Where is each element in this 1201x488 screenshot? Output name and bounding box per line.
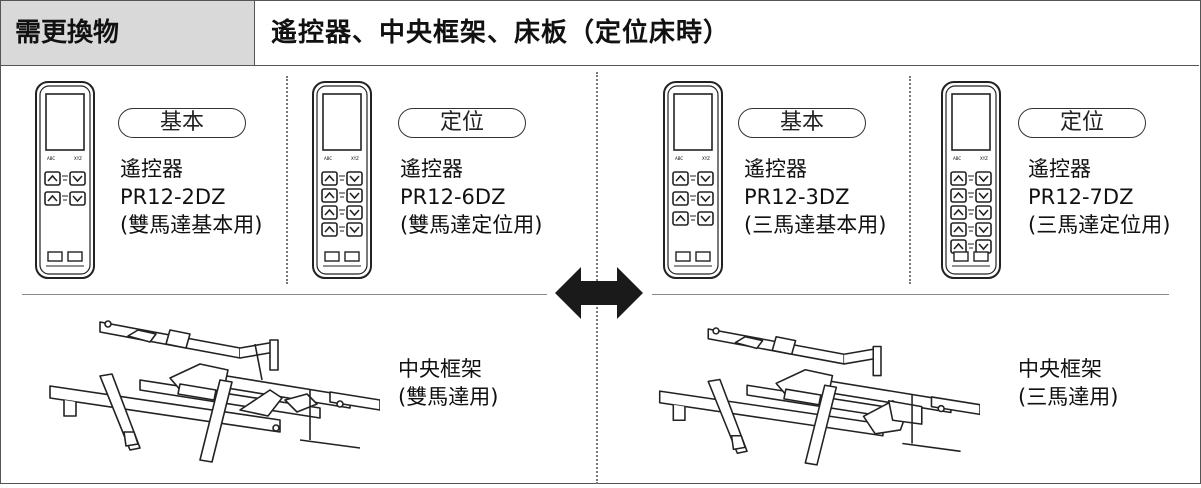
remote-note: (雙馬達定位用) bbox=[400, 213, 543, 237]
divider-line-left bbox=[22, 294, 547, 295]
divider-line-right bbox=[652, 294, 1169, 295]
remote-description: 遙控器 PR12-3DZ (三馬達基本用) bbox=[744, 155, 886, 239]
badge-positioning: 定位 bbox=[398, 108, 526, 138]
remote-name: 遙控器 bbox=[400, 157, 463, 181]
remote-note: (三馬達基本用) bbox=[744, 213, 887, 237]
remote-note: (雙馬達基本用) bbox=[120, 213, 263, 237]
svg-text:XYZ: XYZ bbox=[702, 156, 710, 161]
remote-model: PR12-6DZ bbox=[400, 185, 506, 209]
remote-note: (三馬達定位用) bbox=[1028, 213, 1171, 237]
center-frame-2motor-image bbox=[40, 300, 381, 484]
svg-text:ABC: ABC bbox=[675, 156, 683, 161]
remote-name: 遙控器 bbox=[1028, 157, 1091, 181]
remote-model: PR12-3DZ bbox=[744, 185, 850, 209]
remote-icon: ABC XYZ bbox=[941, 81, 1001, 279]
remote-3dz-image: ABC XYZ bbox=[662, 80, 724, 284]
divider-dotted-3 bbox=[909, 76, 911, 284]
divider-dotted-center bbox=[596, 72, 598, 484]
remote-description: 遙控器 PR12-2DZ (雙馬達基本用) bbox=[120, 155, 262, 239]
frame-description: 中央框架 (雙馬達用) bbox=[398, 355, 498, 411]
remote-6dz-image: ABC XYZ bbox=[311, 80, 373, 284]
svg-text:XYZ: XYZ bbox=[74, 156, 82, 161]
frame-description: 中央框架 (三馬達用) bbox=[1018, 355, 1118, 411]
remote-7dz-image: ABC XYZ bbox=[940, 80, 1002, 284]
remote-name: 遙控器 bbox=[120, 157, 183, 181]
remote-description: 遙控器 PR12-6DZ (雙馬達定位用) bbox=[400, 155, 542, 239]
double-arrow-icon bbox=[555, 265, 643, 325]
remote-description: 遙控器 PR12-7DZ (三馬達定位用) bbox=[1028, 155, 1170, 239]
remote-icon: ABC XYZ bbox=[312, 81, 372, 279]
remote-model: PR12-2DZ bbox=[120, 185, 226, 209]
svg-text:ABC: ABC bbox=[953, 156, 961, 161]
header-items: 遙控器、中央框架、床板（定位床時） bbox=[271, 18, 731, 48]
divider-dotted-1 bbox=[286, 76, 288, 284]
center-frame-3motor-image bbox=[650, 306, 981, 488]
svg-text:ABC: ABC bbox=[324, 156, 332, 161]
remote-name: 遙控器 bbox=[744, 157, 807, 181]
badge-basic: 基本 bbox=[118, 108, 246, 138]
frame-name: 中央框架 bbox=[398, 357, 482, 381]
frame-note: (三馬達用) bbox=[1018, 385, 1119, 409]
header-row: 需更換物 遙控器、中央框架、床板（定位床時） bbox=[1, 1, 1199, 66]
badge-basic: 基本 bbox=[738, 108, 866, 138]
svg-text:ABC: ABC bbox=[47, 156, 55, 161]
frame-note: (雙馬達用) bbox=[398, 385, 499, 409]
remote-model: PR12-7DZ bbox=[1028, 185, 1134, 209]
svg-text:XYZ: XYZ bbox=[351, 156, 359, 161]
remote-icon: ABC XYZ bbox=[35, 81, 95, 279]
badge-positioning: 定位 bbox=[1018, 108, 1146, 138]
remote-icon: ABC XYZ bbox=[663, 81, 723, 279]
remote-2dz-image: ABC XYZ bbox=[34, 80, 96, 284]
header-label: 需更換物 bbox=[1, 1, 255, 65]
frame-name: 中央框架 bbox=[1018, 357, 1102, 381]
svg-text:XYZ: XYZ bbox=[980, 156, 988, 161]
